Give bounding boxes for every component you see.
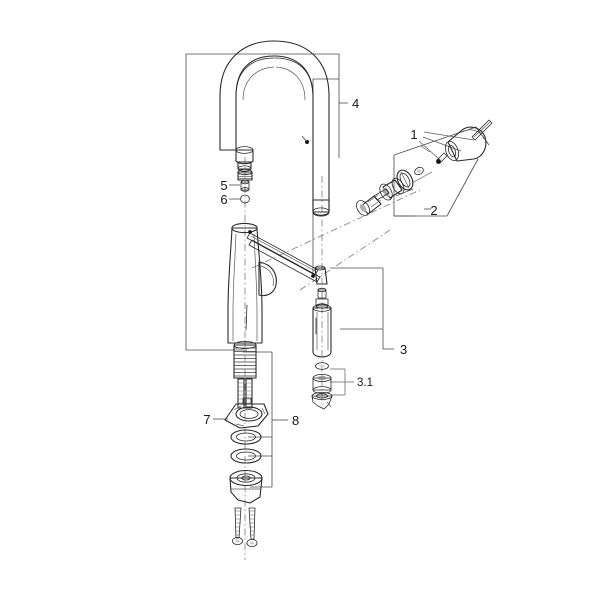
part-cartridge-seat xyxy=(311,391,333,410)
part-handle-adapter xyxy=(356,188,390,216)
part-spout-connector xyxy=(235,146,254,172)
part-gooseneck-spout xyxy=(219,40,330,217)
part-washer-lower xyxy=(230,448,262,464)
part-washer-upper xyxy=(230,429,262,445)
part-threaded-rod-right xyxy=(246,507,258,548)
callout-leader-lines xyxy=(185,53,490,488)
callout-6: 6 xyxy=(220,192,227,207)
part-fixing-nut xyxy=(229,469,263,504)
part-handle-cap xyxy=(414,166,424,176)
callout-1: 1 xyxy=(410,127,417,142)
part-hose-nut xyxy=(240,194,250,204)
callout-2: 2 xyxy=(430,203,437,218)
part-faucet-body xyxy=(227,222,277,344)
part-cartridge-sleeve xyxy=(312,373,332,394)
centerlines xyxy=(244,157,421,560)
callout-5: 5 xyxy=(220,178,227,193)
callout-8: 8 xyxy=(292,413,299,428)
part-cartridge-oring xyxy=(315,362,329,370)
part-handle-lever xyxy=(445,119,493,162)
part-handle-assembly xyxy=(356,119,493,216)
part-lever-arm xyxy=(246,230,328,285)
callout-4: 4 xyxy=(352,96,359,111)
part-handle-set-screw xyxy=(436,152,448,164)
reference-dots xyxy=(301,135,309,144)
part-hose-clip xyxy=(240,179,250,192)
callout-3: 3 xyxy=(400,342,407,357)
callout-7: 7 xyxy=(203,412,210,427)
part-threaded-rod-left xyxy=(232,507,243,546)
callout-3-1: 3.1 xyxy=(357,377,373,389)
part-hose-tube xyxy=(237,168,253,181)
callout-number-labels: 1 2 3 3.1 4 5 6 7 8 xyxy=(203,96,437,428)
part-cartridge xyxy=(312,287,332,358)
part-mounting-bracket xyxy=(224,397,269,429)
